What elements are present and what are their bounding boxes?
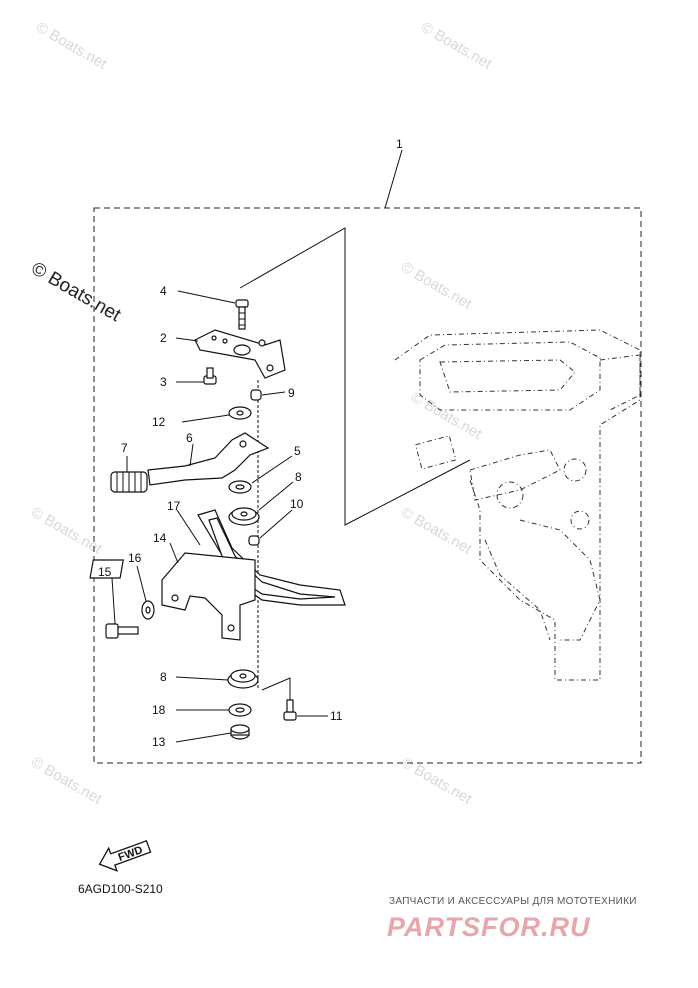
leader-15 — [111, 577, 116, 625]
part-9-collar[interactable] — [250, 389, 262, 401]
leader-16 — [136, 565, 147, 602]
leader-12 — [181, 414, 230, 423]
part-14-mount-bracket[interactable] — [89, 552, 256, 641]
assembly-leader — [384, 149, 403, 209]
callout-6: 6 — [186, 431, 193, 445]
part-7-grip[interactable] — [110, 471, 148, 493]
part-5-washer[interactable] — [228, 480, 252, 494]
shop-logo: ЗАПЧАСТИ И АКСЕССУАРЫ ДЛЯ МОТОТЕХНИКИ PA… — [387, 896, 637, 942]
leader-5 — [251, 455, 293, 484]
callout-1: 1 — [396, 137, 403, 151]
part-3-screw[interactable] — [203, 367, 217, 385]
watermark-text: © Boats.net — [33, 19, 110, 73]
assembly-guide-line — [239, 227, 471, 526]
callout-17: 17 — [167, 499, 181, 513]
leader-2 — [175, 337, 199, 342]
watermark-text: © Boats.net — [418, 19, 495, 73]
callout-10: 10 — [290, 497, 304, 511]
part-11-screw[interactable] — [283, 699, 297, 721]
watermark-text: © Boats.net — [398, 259, 475, 313]
callout-12: 12 — [152, 415, 166, 429]
callout-16: 16 — [128, 551, 142, 565]
callout-14: 14 — [153, 531, 167, 545]
watermark-layer: © Boats.net © Boats.net © Boats.net © Bo… — [28, 19, 496, 808]
part-10-collar[interactable] — [248, 535, 260, 546]
forward-arrow-icon: FWD — [98, 839, 152, 872]
callout-15: 15 — [98, 565, 112, 579]
main-watermark: © Boats.net — [28, 258, 125, 326]
leader-17 — [176, 509, 201, 546]
watermark-text: © Boats.net — [398, 754, 475, 808]
leader-10 — [259, 509, 293, 539]
part-12-washer[interactable] — [228, 406, 252, 420]
watermark-text: © Boats.net — [398, 504, 475, 558]
part-8-grommet-lower[interactable] — [227, 669, 259, 689]
callout-2: 2 — [160, 331, 167, 345]
fwd-label: FWD — [117, 844, 145, 864]
leader-14 — [169, 542, 179, 564]
callout-4: 4 — [160, 284, 167, 298]
part-16-washer[interactable] — [141, 600, 155, 620]
callout-7: 7 — [121, 441, 128, 455]
leader-8a — [258, 481, 294, 511]
shop-subtitle: ЗАПЧАСТИ И АКСЕССУАРЫ ДЛЯ МОТОТЕХНИКИ — [389, 896, 637, 907]
part-8-grommet-upper[interactable] — [228, 507, 260, 526]
callout-13: 13 — [152, 735, 166, 749]
callout-9: 9 — [288, 386, 295, 400]
leader-13 — [175, 732, 232, 743]
part-2-plate[interactable] — [194, 329, 286, 379]
leader-8b — [175, 676, 229, 681]
leader-4 — [177, 290, 236, 304]
assembly-frame — [93, 207, 642, 764]
part-18-washer[interactable] — [228, 703, 252, 717]
diagram-code: 6AGD100-S210 — [78, 882, 163, 896]
callout-5: 5 — [294, 444, 301, 458]
callout-8a: 8 — [295, 470, 302, 484]
part-13-nut[interactable] — [230, 724, 250, 740]
guide-11 — [261, 677, 291, 705]
part-6-lever[interactable] — [147, 432, 270, 486]
callout-3: 3 — [160, 375, 167, 389]
shop-name: PARTSFOR.RU — [387, 912, 591, 942]
part-4-bolt[interactable] — [235, 299, 249, 330]
callout-8b: 8 — [160, 670, 167, 684]
callout-11: 11 — [330, 709, 343, 723]
leader-6 — [189, 443, 194, 467]
callout-18: 18 — [152, 703, 166, 717]
leader-9 — [261, 391, 286, 396]
part-15-bolt[interactable] — [105, 623, 139, 639]
outboard-bracket-outline — [394, 329, 641, 681]
watermark-text: © Boats.net — [408, 389, 485, 443]
